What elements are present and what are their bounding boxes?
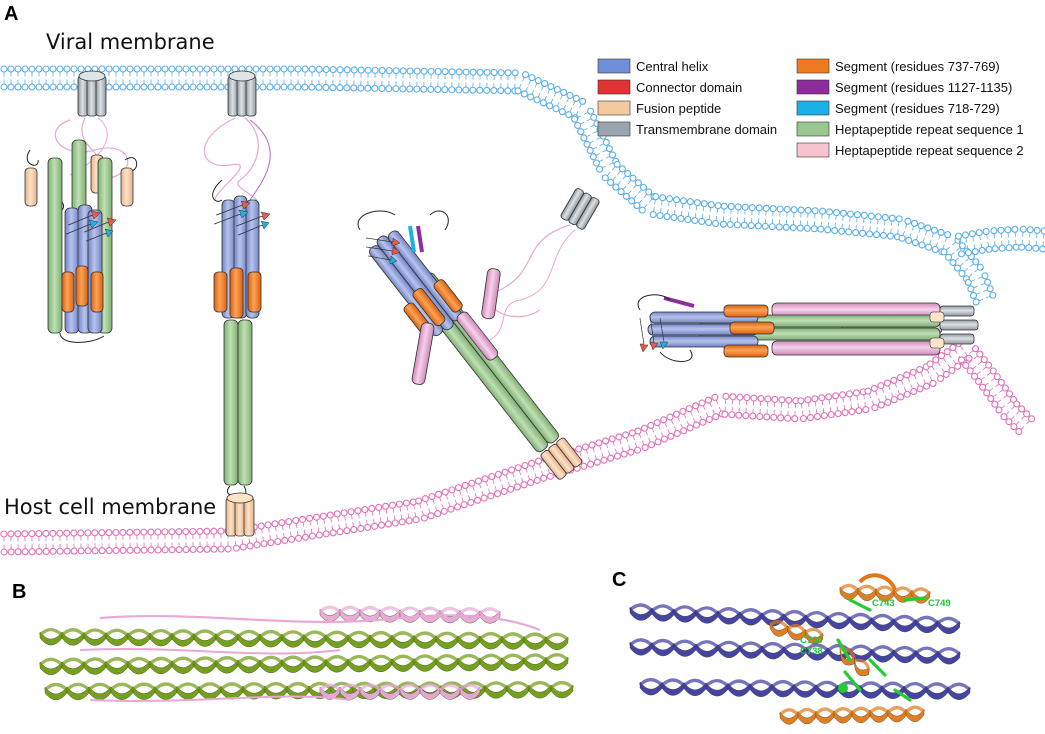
panel-a-letter: A [4,3,18,25]
stage-folding [357,188,600,480]
panel-c-letter: C [612,569,626,591]
panel-b: B [12,581,575,703]
legend-item-segment-718-729: Segment (residues 718-729) [796,100,1000,116]
residue-label-c760: C760 [800,635,823,646]
svg-text:Segment (residues 737-769): Segment (residues 737-769) [835,59,1000,74]
stage-prefusion [24,70,138,343]
svg-text:Connector domain: Connector domain [636,80,742,95]
legend-item-segment-1127-1135: Segment (residues 1127-1135) [796,79,1012,95]
svg-text:Central helix: Central helix [636,59,709,74]
svg-text:Fusion peptide: Fusion peptide [636,101,721,116]
legend-item-heptapeptide-repeat-1: Heptapeptide repeat sequence 1 [796,121,1024,137]
svg-text:Heptapeptide repeat sequence 1: Heptapeptide repeat sequence 1 [835,122,1024,137]
svg-text:Transmembrane domain: Transmembrane domain [636,122,777,137]
legend-item-central-helix: Central helix [597,58,709,74]
panel-b-structure [38,605,575,703]
panel-c: C C743 C749 C760 C738 [612,569,972,725]
svg-text:Heptapeptide repeat sequence 2: Heptapeptide repeat sequence 2 [835,143,1024,158]
svg-text:Segment (residues 1127-1135): Segment (residues 1127-1135) [835,80,1012,95]
legend: Central helix Connector domain Fusion pe… [597,58,1024,158]
viral-membrane-label: Viral membrane [46,30,215,54]
legend-item-transmembrane-domain: Transmembrane domain [597,121,777,137]
stage-prehairpin [203,70,271,537]
residue-label-c743: C743 [872,598,895,609]
residue-label-c738: C738 [800,646,823,657]
panel-a: A Viral membrane Host cell membrane Cent… [0,3,1045,556]
legend-item-connector-domain: Connector domain [597,79,742,95]
host-membrane [0,339,1036,556]
panel-c-structure [628,573,972,725]
legend-item-fusion-peptide: Fusion peptide [597,100,721,116]
host-membrane-label: Host cell membrane [4,495,216,519]
svg-text:Segment (residues 718-729): Segment (residues 718-729) [835,101,1000,116]
legend-item-heptapeptide-repeat-2: Heptapeptide repeat sequence 2 [796,142,1024,158]
legend-item-segment-737-769: Segment (residues 737-769) [796,58,1000,74]
residue-label-c749: C749 [928,598,951,609]
stage-postfusion [637,294,979,362]
panel-b-letter: B [12,581,26,603]
